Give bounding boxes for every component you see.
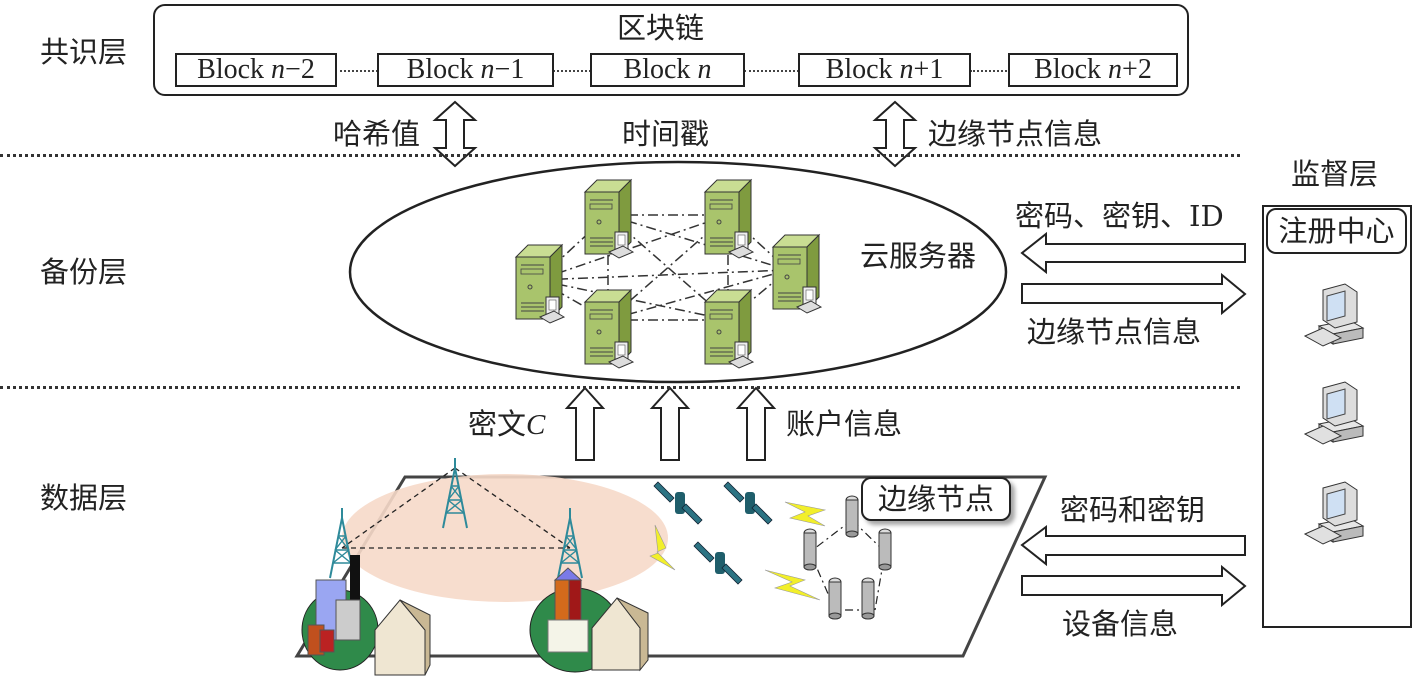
right-arrow-edge-info	[1021, 272, 1247, 316]
edge-node-icon	[845, 495, 859, 538]
server-icon	[704, 179, 754, 259]
lightning-icon	[784, 501, 827, 527]
lightning-icon	[764, 569, 821, 601]
layer-label-consensus: 共识层	[40, 35, 128, 69]
cloud-ellipse	[348, 160, 1008, 384]
layer-label-data: 数据层	[40, 481, 128, 515]
blockchain-title: 区块链	[617, 11, 705, 45]
computer-icon	[1304, 381, 1364, 445]
house-icon	[591, 597, 649, 672]
label-edge-info-supervision: 边缘节点信息	[1027, 315, 1202, 349]
layer-divider	[0, 154, 1240, 157]
left-arrow-keys	[1020, 525, 1246, 567]
double-arrow-hash	[432, 100, 478, 168]
block-n-minus-2: Block n−2	[175, 53, 337, 87]
up-arrow	[649, 386, 691, 461]
chain-link	[970, 70, 1010, 72]
chain-link	[744, 70, 799, 72]
server-icon	[584, 179, 634, 259]
server-icon	[772, 234, 822, 314]
chain-link	[553, 70, 591, 72]
computer-icon	[1304, 481, 1364, 545]
block-n: Block n	[590, 53, 745, 87]
label-keys: 密码和密钥	[1060, 493, 1206, 527]
server-icon	[584, 289, 634, 369]
right-arrow-device-info	[1021, 564, 1247, 608]
label-device-info: 设备信息	[1062, 607, 1179, 641]
computer-icon	[1304, 283, 1364, 347]
layer-label-supervision: 监督层	[1291, 157, 1379, 191]
double-arrow-edge-info	[872, 100, 918, 168]
layer-label-backup: 备份层	[40, 255, 128, 289]
registry-center-title: 注册中心	[1266, 208, 1407, 254]
edge-node-icon	[828, 577, 842, 620]
city-icon	[301, 555, 379, 671]
data-layer-scene	[294, 457, 1048, 676]
up-arrow	[735, 386, 777, 461]
edge-node-label: 边缘节点	[861, 477, 1011, 521]
block-n-plus-2: Block n+2	[1008, 53, 1178, 87]
layer-divider	[0, 386, 1240, 389]
server-icon	[515, 244, 565, 324]
label-hash: 哈希值	[333, 117, 421, 151]
registry-center-panel	[1262, 205, 1412, 628]
label-ciphertext: 密文C	[468, 407, 546, 441]
left-arrow-credentials	[1020, 231, 1246, 275]
edge-node-icon	[861, 577, 875, 620]
lightning-icon	[649, 524, 676, 571]
house-icon	[374, 599, 431, 676]
registry-terminals	[1304, 283, 1364, 545]
cloud-server-label: 云服务器	[860, 239, 977, 273]
coverage-area	[342, 474, 668, 602]
tower-links	[341, 467, 571, 549]
up-arrow	[564, 386, 606, 461]
label-edge-info-consensus: 边缘节点信息	[928, 117, 1103, 151]
label-credentials: 密码、密钥、ID	[1015, 199, 1224, 233]
cloud-server-cluster	[348, 160, 1008, 384]
blockchain-container	[153, 4, 1189, 96]
server-icon	[704, 289, 754, 369]
block-n-minus-1: Block n−1	[377, 53, 554, 87]
block-n-plus-1: Block n+1	[798, 53, 971, 87]
edge-node-icon	[878, 528, 892, 571]
label-account-info: 账户信息	[786, 407, 903, 441]
chain-link	[335, 70, 378, 72]
edge-node-icon	[803, 528, 817, 571]
label-timestamp: 时间戳	[622, 117, 710, 151]
